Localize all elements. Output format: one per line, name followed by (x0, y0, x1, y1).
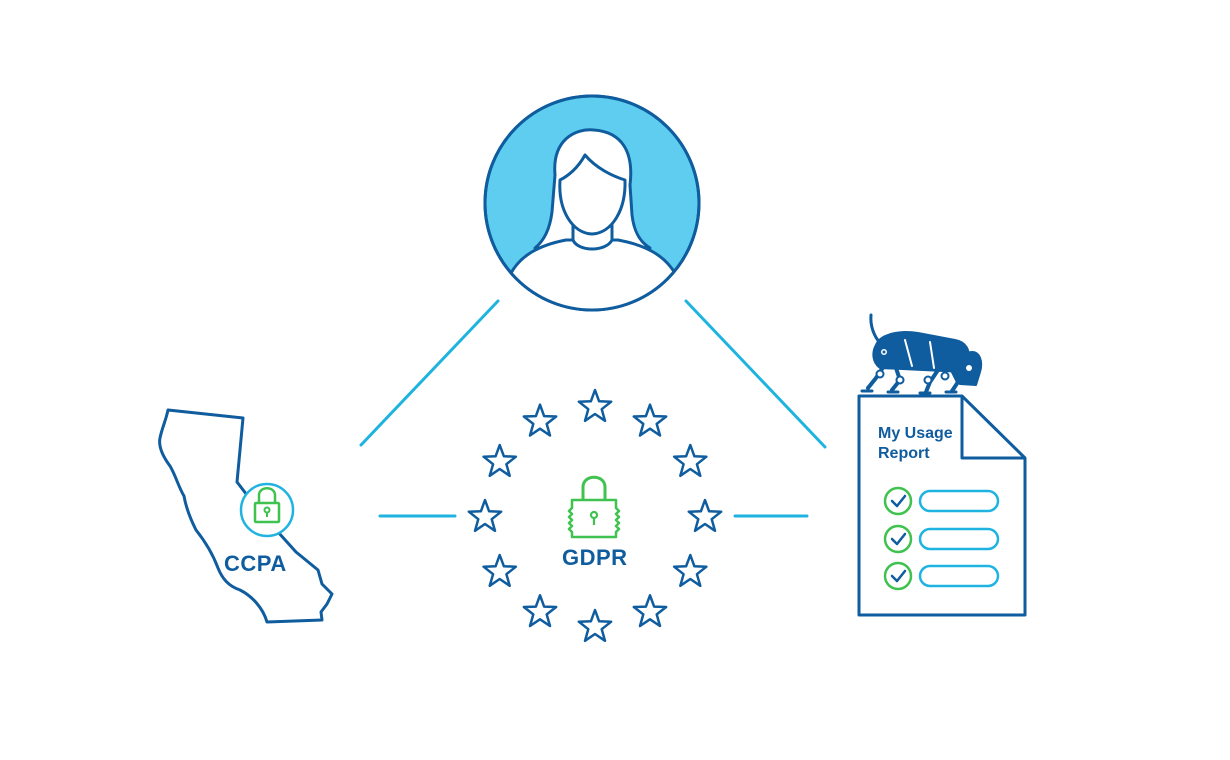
connector-user-report (684, 299, 827, 449)
check-item-2 (883, 524, 1000, 554)
ccpa-label: CCPA (224, 551, 287, 576)
lock-icon (239, 482, 295, 538)
check-item-3 (883, 561, 1000, 591)
connector-user-ccpa (359, 299, 500, 447)
gdpr-label: GDPR (562, 545, 628, 570)
star-icon (672, 443, 708, 478)
report-title: My Usage Report (878, 424, 953, 464)
robot-dog-icon (860, 313, 983, 395)
star-icon (522, 403, 558, 437)
connector-lines (359, 299, 827, 518)
star-icon (577, 608, 613, 643)
star-icon (632, 594, 668, 628)
star-icon (482, 443, 518, 478)
document-icon (857, 394, 1027, 617)
star-icon (482, 553, 518, 588)
woman-avatar-icon (483, 94, 701, 312)
checklist (883, 486, 1000, 591)
star-icon (522, 594, 558, 628)
star-icon (577, 388, 613, 423)
gdpr-lock-icon (567, 475, 621, 539)
report-title-line1: My Usage (878, 425, 953, 442)
check-item-1 (883, 486, 1000, 516)
star-icon (632, 403, 668, 437)
eu-stars-icon (467, 388, 723, 643)
star-icon (467, 498, 503, 533)
california-map-icon (158, 408, 334, 624)
star-icon (672, 553, 708, 588)
report-title-line2: Report (878, 445, 930, 462)
star-icon (687, 498, 723, 533)
